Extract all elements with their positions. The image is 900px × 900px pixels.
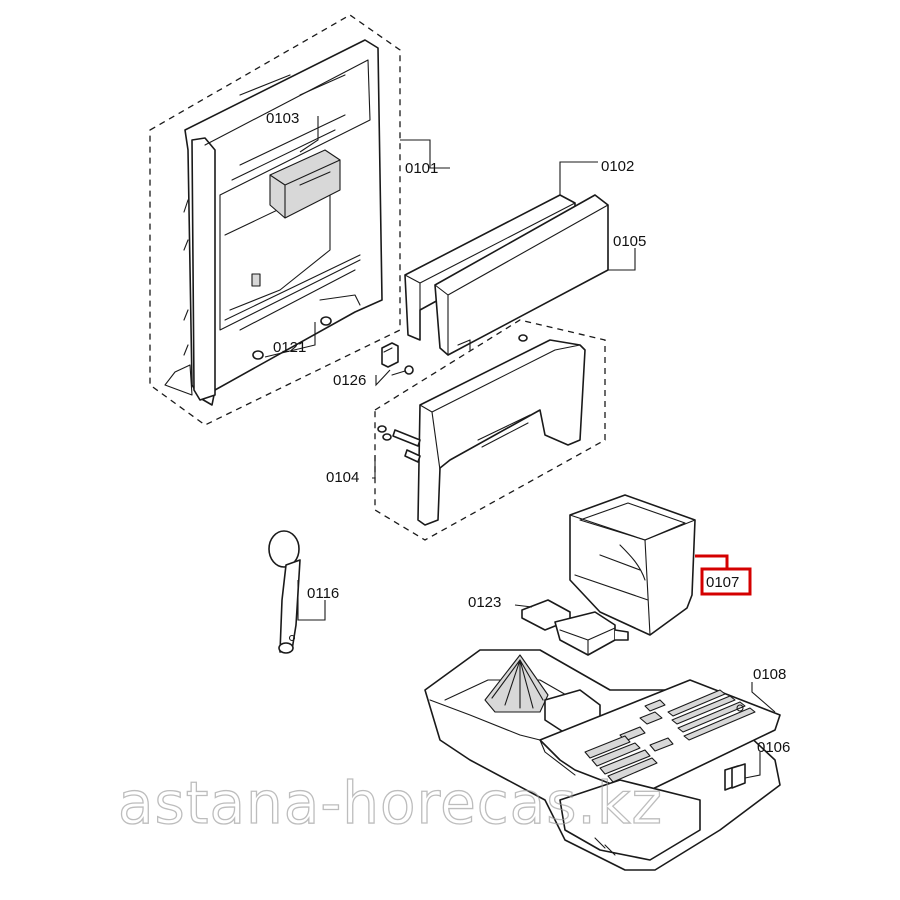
highlight-0107-leader — [695, 554, 729, 570]
drip-tray-0106-0108 — [424, 649, 781, 871]
leader-0106 — [744, 752, 761, 779]
clip-0126 — [381, 342, 414, 376]
leader-0101 — [400, 139, 450, 169]
pins-0121 — [252, 316, 332, 360]
housing-0101 — [164, 39, 383, 406]
leader-0103 — [299, 116, 319, 153]
leader-0104 — [372, 455, 376, 479]
label-0101: 0101 — [405, 160, 438, 177]
grille-slots — [584, 689, 756, 783]
leader-0102 — [559, 161, 598, 195]
leader-0105 — [607, 248, 636, 271]
watermark: astana-horecas.kz — [118, 769, 663, 837]
highlight-0107-box — [700, 567, 752, 596]
group-0104-frame — [374, 319, 606, 541]
label-0107: 0107 — [706, 574, 739, 591]
chute-0104 — [417, 339, 586, 526]
label-0102: 0102 — [601, 158, 634, 175]
leader-0116 — [297, 580, 326, 621]
label-0103: 0103 — [266, 110, 299, 127]
leader-0123 — [514, 604, 533, 608]
label-0126: 0126 — [333, 372, 366, 389]
latch-0123 — [521, 599, 629, 656]
label-0104: 0104 — [326, 469, 359, 486]
container-0107 — [569, 494, 696, 636]
cover-0102-0105 — [404, 194, 609, 356]
pins-0104 — [377, 334, 528, 463]
label-0105: 0105 — [613, 233, 646, 250]
highlight-0107: 0107 — [695, 554, 752, 596]
label-0106: 0106 — [757, 739, 790, 756]
leader-0108 — [751, 682, 776, 713]
leader-0121 — [264, 322, 316, 358]
label-0108: 0108 — [753, 666, 786, 683]
label-0116: 0116 — [307, 585, 339, 602]
label-0123: 0123 — [468, 594, 501, 611]
label-0121: 0121 — [273, 339, 306, 356]
leader-0126 — [375, 369, 391, 387]
lever-0116 — [268, 530, 301, 654]
